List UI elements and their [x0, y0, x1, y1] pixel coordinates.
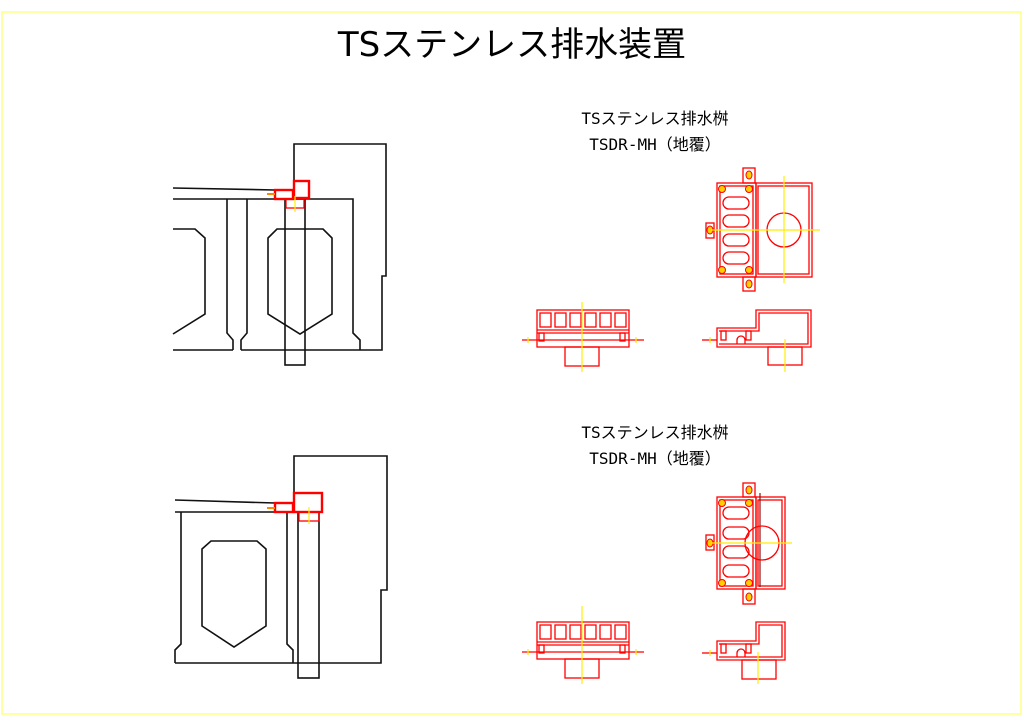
- sheet-frame: [1, 11, 1022, 715]
- detail-1-model: TSDR-MH（地覆）: [589, 135, 720, 154]
- front-view-1: [522, 302, 644, 372]
- weep-hole: [736, 648, 746, 657]
- detail-2-name: TSステンレス排水桝: [581, 423, 728, 442]
- grate-opening: [599, 624, 612, 640]
- side-body: [716, 309, 812, 348]
- side-body: [716, 621, 786, 661]
- drain-grate: [273, 501, 295, 514]
- grate-opening: [569, 312, 582, 328]
- drawing-title: TSステンレス排水装置: [337, 25, 686, 65]
- grate-slot: [722, 251, 750, 265]
- bolt-icon: [720, 330, 727, 341]
- grate-opening: [584, 312, 597, 328]
- grate-bars: [539, 312, 627, 328]
- web-left: [226, 199, 234, 350]
- plan-view-1: [705, 167, 820, 292]
- drain-pipe: [284, 198, 306, 366]
- bolt-icon: [718, 266, 726, 274]
- slab-surface: [174, 499, 276, 504]
- grate-opening: [554, 312, 567, 328]
- detail-1-name: TSステンレス排水桝: [581, 109, 728, 128]
- parapet-wall: [175, 455, 388, 664]
- grate-slot: [722, 545, 750, 559]
- side-inner: [719, 312, 809, 345]
- grate-opening: [614, 312, 627, 328]
- beam-left: [174, 512, 182, 663]
- void-left: [172, 228, 206, 335]
- hexagonal-void: [201, 540, 267, 648]
- bolt-icon: [745, 279, 753, 289]
- side-view-1: [702, 309, 812, 372]
- grate-slot: [722, 196, 750, 210]
- section-view-1: [172, 143, 387, 366]
- bolt-icon: [745, 330, 752, 341]
- drain-box: [292, 491, 324, 514]
- bolt-icon: [745, 485, 753, 495]
- drain-grate: [273, 188, 295, 201]
- bolt-icon: [619, 332, 626, 342]
- grate-opening: [584, 624, 597, 640]
- hexagonal-void: [267, 228, 333, 335]
- bolt-icon: [745, 185, 753, 193]
- bolt-icon: [718, 579, 726, 587]
- weep-hole: [736, 335, 746, 344]
- bolt-icon: [745, 170, 753, 180]
- grate-slot: [722, 233, 750, 247]
- bolt-icon: [718, 185, 726, 193]
- grate-opening: [539, 312, 552, 328]
- slab-surface: [172, 187, 276, 191]
- grate-slot: [722, 506, 750, 520]
- bolt-icon: [720, 643, 727, 654]
- bolt-icon: [718, 499, 726, 507]
- bolt-icon: [745, 579, 753, 587]
- parapet-wall: [241, 143, 387, 351]
- side-inner: [719, 624, 783, 658]
- grate-slot: [722, 214, 750, 228]
- bolt-icon: [745, 592, 753, 602]
- grate-opening: [599, 312, 612, 328]
- beam-right: [286, 512, 294, 663]
- detail-2-model: TSDR-MH（地覆）: [589, 449, 720, 468]
- front-view-2: [522, 606, 644, 684]
- bolt-icon: [619, 644, 626, 654]
- grate-slot: [722, 526, 750, 540]
- grate-opening: [554, 624, 567, 640]
- grate-opening: [539, 624, 552, 640]
- bolt-icon: [538, 332, 545, 342]
- bolt-icon: [538, 644, 545, 654]
- side-view-2: [702, 621, 786, 684]
- section-view-2: [174, 455, 388, 679]
- drain-pipe: [297, 511, 320, 679]
- grate-opening: [614, 624, 627, 640]
- grate-slot: [722, 564, 750, 578]
- drain-box: [292, 179, 311, 200]
- outlet-pipe: [741, 659, 777, 680]
- bolt-icon: [745, 266, 753, 274]
- grate-opening: [569, 624, 582, 640]
- bolt-icon: [745, 499, 753, 507]
- plan-view-2: [705, 482, 792, 605]
- web-right: [240, 199, 248, 350]
- bolt-icon: [745, 643, 752, 654]
